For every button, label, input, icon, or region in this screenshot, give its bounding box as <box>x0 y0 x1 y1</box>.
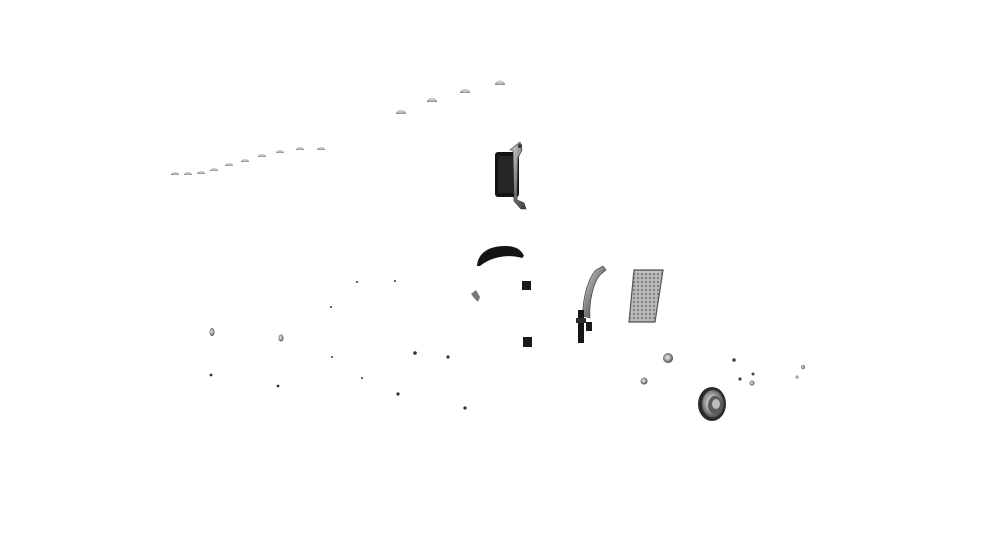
mirror-glass <box>498 156 516 193</box>
round-badge[interactable] <box>640 377 648 385</box>
grab-handle-mount <box>578 310 584 343</box>
grab-handle-clamp <box>576 318 586 323</box>
grab-handle-bracket <box>586 322 592 331</box>
side-mirror[interactable] <box>495 141 527 210</box>
mounting-brackets <box>471 281 532 347</box>
clearance-light[interactable] <box>241 159 249 162</box>
clearance-light[interactable] <box>317 147 325 150</box>
clearance-light[interactable] <box>210 168 218 171</box>
round-badge[interactable] <box>795 375 799 379</box>
clearance-light[interactable] <box>296 147 304 150</box>
round-badge[interactable] <box>663 353 673 363</box>
vent-grille[interactable] <box>628 269 664 323</box>
clearance-light[interactable] <box>427 98 437 102</box>
headlight-reflector <box>712 399 720 409</box>
grab-handle[interactable] <box>576 265 607 343</box>
round-badge[interactable] <box>278 334 284 342</box>
round-badges <box>209 328 805 386</box>
headlight-bezel[interactable] <box>698 387 726 421</box>
clearance-light[interactable] <box>171 172 179 175</box>
mounting-bracket[interactable] <box>522 281 531 290</box>
fastener[interactable] <box>738 377 742 381</box>
vent-grille-panel <box>628 269 664 323</box>
round-badge[interactable] <box>749 380 755 386</box>
fastener[interactable] <box>732 358 736 362</box>
fastener[interactable] <box>356 281 358 283</box>
round-badge[interactable] <box>209 328 215 336</box>
clearance-light[interactable] <box>197 171 205 174</box>
clearance-light[interactable] <box>495 80 505 86</box>
fastener[interactable] <box>396 392 400 396</box>
clearance-light[interactable] <box>460 89 470 93</box>
mounting-bracket[interactable] <box>523 337 532 347</box>
fastener[interactable] <box>331 356 333 358</box>
clearance-light[interactable] <box>396 110 406 114</box>
fastener[interactable] <box>209 373 213 377</box>
fastener[interactable] <box>361 377 363 379</box>
fasteners <box>209 280 755 410</box>
mirror-pivot <box>517 143 523 149</box>
mounting-bracket[interactable] <box>471 290 480 302</box>
fender-flap-body <box>477 246 524 266</box>
fastener[interactable] <box>751 372 755 376</box>
clearance-light[interactable] <box>184 172 192 175</box>
fastener[interactable] <box>330 306 332 308</box>
fastener[interactable] <box>276 384 280 388</box>
round-badge[interactable] <box>801 365 805 369</box>
fastener[interactable] <box>463 406 467 410</box>
clearance-light[interactable] <box>258 154 266 157</box>
fastener[interactable] <box>446 355 450 359</box>
fastener[interactable] <box>394 280 396 282</box>
fender-flap[interactable] <box>477 246 524 266</box>
fastener[interactable] <box>413 351 417 355</box>
grab-handle-bar <box>582 265 607 319</box>
clearance-light[interactable] <box>276 150 284 153</box>
clearance-light[interactable] <box>225 163 233 166</box>
clearance-lights-lower-row <box>171 147 325 175</box>
clearance-lights-upper-row <box>396 80 505 114</box>
